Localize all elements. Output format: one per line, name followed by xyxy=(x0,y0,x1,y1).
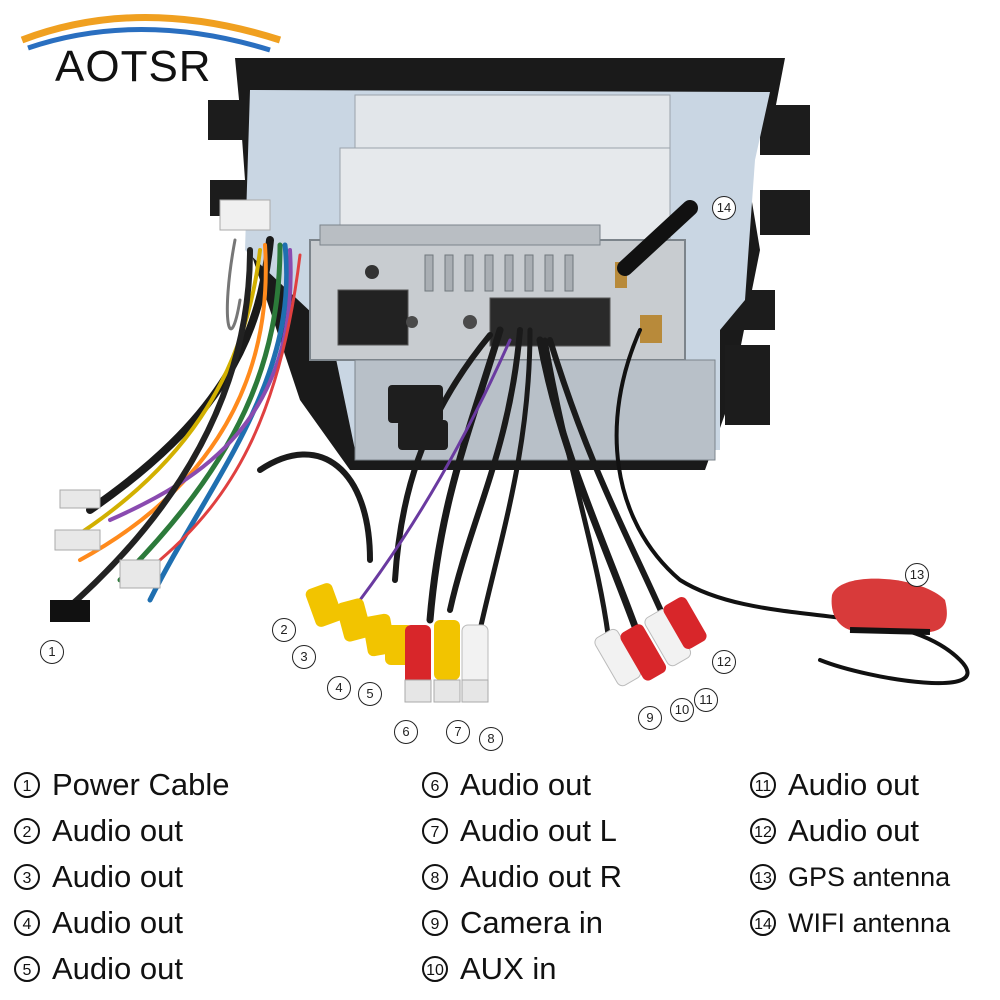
callout-6: 6 xyxy=(394,720,418,744)
callout-14: 14 xyxy=(712,196,736,220)
callout-9: 9 xyxy=(638,706,662,730)
legend-number: 8 xyxy=(422,864,448,890)
rca-plugs-right xyxy=(594,597,707,687)
legend-label: Audio out xyxy=(788,767,919,802)
legend-number: 1 xyxy=(14,772,40,798)
callout-5: 5 xyxy=(358,682,382,706)
legend-number: 7 xyxy=(422,818,448,844)
legend-item: 13 GPS antenna xyxy=(750,854,950,900)
legend-label: Audio out xyxy=(788,813,919,848)
legend-label: AUX in xyxy=(460,951,557,986)
legend-label: Camera in xyxy=(460,905,603,940)
mounting-bracket-right-1 xyxy=(760,105,810,155)
legend-item: 14 WIFI antenna xyxy=(750,900,950,946)
legend-number: 5 xyxy=(14,956,40,982)
legend-label: Audio out xyxy=(52,951,183,986)
legend-number: 10 xyxy=(422,956,448,982)
callout-8: 8 xyxy=(479,727,503,751)
legend-item: 4 Audio out xyxy=(14,900,229,946)
mounting-bracket-right-2 xyxy=(760,190,810,235)
chassis-top-rail xyxy=(319,224,601,246)
rca-plug-white xyxy=(461,624,489,686)
callout-2: 2 xyxy=(272,618,296,642)
callout-13: 13 xyxy=(905,563,929,587)
legend-number: 12 xyxy=(750,818,776,844)
callout-4: 4 xyxy=(327,676,351,700)
callout-7: 7 xyxy=(446,720,470,744)
legend-item: 5 Audio out xyxy=(14,946,229,992)
legend-label: Audio out xyxy=(460,767,591,802)
upper-plate xyxy=(354,94,671,156)
legend-item: 6 Audio out xyxy=(422,762,622,808)
legend-number: 14 xyxy=(750,910,776,936)
legend-number: 11 xyxy=(750,772,776,798)
callout-1: 1 xyxy=(40,640,64,664)
legend-item: 9 Camera in xyxy=(422,900,622,946)
legend-label: Audio out xyxy=(52,859,183,894)
legend-label: GPS antenna xyxy=(788,861,951,892)
gps-jack xyxy=(640,315,662,343)
mounting-bracket-right-4 xyxy=(725,345,770,425)
logo-swoosh xyxy=(20,14,282,53)
callout-11: 11 xyxy=(694,688,718,712)
brand-logo: AOTSR xyxy=(55,42,212,91)
inline-connector xyxy=(388,385,443,423)
callout-10: 10 xyxy=(670,698,694,722)
legend-item: 2 Audio out xyxy=(14,808,229,854)
power-connector-socket xyxy=(337,289,409,346)
legend-item: 10 AUX in xyxy=(422,946,622,992)
legend-item: 1 Power Cable xyxy=(14,762,229,808)
legend-number: 9 xyxy=(422,910,448,936)
legend-label: Power Cable xyxy=(52,767,230,802)
legend-number: 6 xyxy=(422,772,448,798)
legend-number: 3 xyxy=(14,864,40,890)
wifi-antenna xyxy=(615,200,698,288)
legend-label: Audio out L xyxy=(460,813,617,848)
chassis-screw xyxy=(365,265,379,279)
legend-item: 7 Audio out L xyxy=(422,808,622,854)
legend-item: 8 Audio out R xyxy=(422,854,622,900)
legend-item: 11 Audio out xyxy=(750,762,950,808)
rca-plug-red xyxy=(405,625,431,685)
legend-number: 4 xyxy=(14,910,40,936)
legend-label: Audio out xyxy=(52,905,183,940)
callout-12: 12 xyxy=(712,650,736,674)
legend-item: 3 Audio out xyxy=(14,854,229,900)
power-plug xyxy=(50,600,90,622)
legend-number: 13 xyxy=(750,864,776,890)
legend-label: Audio out xyxy=(52,813,183,848)
rca-plugs-yellow xyxy=(305,583,460,680)
legend-label: WIFI antenna xyxy=(788,907,951,938)
product-photo xyxy=(20,14,970,703)
legend-number: 2 xyxy=(14,818,40,844)
gps-antenna xyxy=(831,578,947,635)
legend-item: 12 Audio out xyxy=(750,808,950,854)
legend-column-2: 6 Audio out 7 Audio out L 8 Audio out R 9 Ca… xyxy=(422,762,622,992)
legend-label: Audio out R xyxy=(460,859,622,894)
callout-3: 3 xyxy=(292,645,316,669)
